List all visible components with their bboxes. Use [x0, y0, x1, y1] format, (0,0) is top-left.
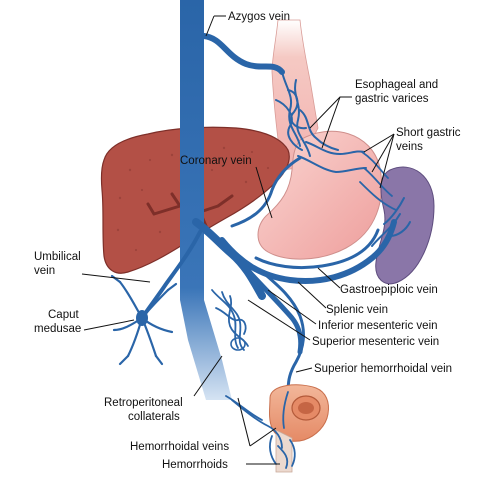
label-umbilical-line2: vein [34, 265, 55, 277]
label-azygos-vein: Azygos vein [228, 11, 290, 23]
label-short-gastric-line1: Short gastric [396, 127, 461, 139]
spleen [375, 166, 435, 285]
label-caput-line2: medusae [34, 323, 81, 335]
retroperitoneal-collaterals [211, 289, 249, 351]
label-retroperitoneal-line2: collaterals [128, 411, 180, 423]
label-caput-line1: Caput [48, 309, 79, 321]
label-esophageal-varices-line1: Esophageal and [355, 79, 438, 91]
inferior-vena-cava [180, 0, 232, 400]
label-superior-hemorrhoidal-vein: Superior hemorrhoidal vein [314, 363, 452, 375]
label-inferior-mesenteric-vein: Inferior mesenteric vein [318, 320, 438, 332]
umbilical-vein [140, 230, 202, 320]
coronary-vein [230, 156, 302, 228]
label-retroperitoneal-line1: Retroperitoneal [104, 397, 183, 409]
label-superior-mesenteric-vein: Superior mesenteric vein [312, 336, 439, 348]
retroperitoneal-node [230, 337, 246, 351]
label-hemorrhoids: Hemorrhoids [162, 459, 228, 471]
caput-medusae-center [136, 310, 148, 326]
label-short-gastric-line2: veins [396, 141, 423, 153]
superior-mesenteric-vein [237, 259, 304, 355]
label-hemorrhoidal-veins: Hemorrhoidal veins [130, 441, 229, 453]
inferior-mesenteric-vein [258, 268, 305, 394]
rectum-lumen-inner [298, 402, 314, 414]
label-esophageal-varices-line2: gastric varices [355, 93, 429, 105]
splenic-vein [219, 219, 397, 284]
label-splenic-vein: Splenic vein [326, 304, 388, 316]
azygos-vein [201, 33, 285, 75]
hemorrhoidal-veins [225, 391, 296, 469]
portal-vein [192, 218, 266, 300]
label-umbilical-line1: Umbilical [34, 251, 81, 263]
label-coronary-vein: Coronary vein [180, 155, 252, 167]
esophageal-varices [275, 71, 367, 173]
gastroepiploic-vein [254, 228, 380, 270]
leader-lines [81, 15, 395, 465]
label-gastroepiploic-vein: Gastroepiploic vein [340, 284, 438, 296]
